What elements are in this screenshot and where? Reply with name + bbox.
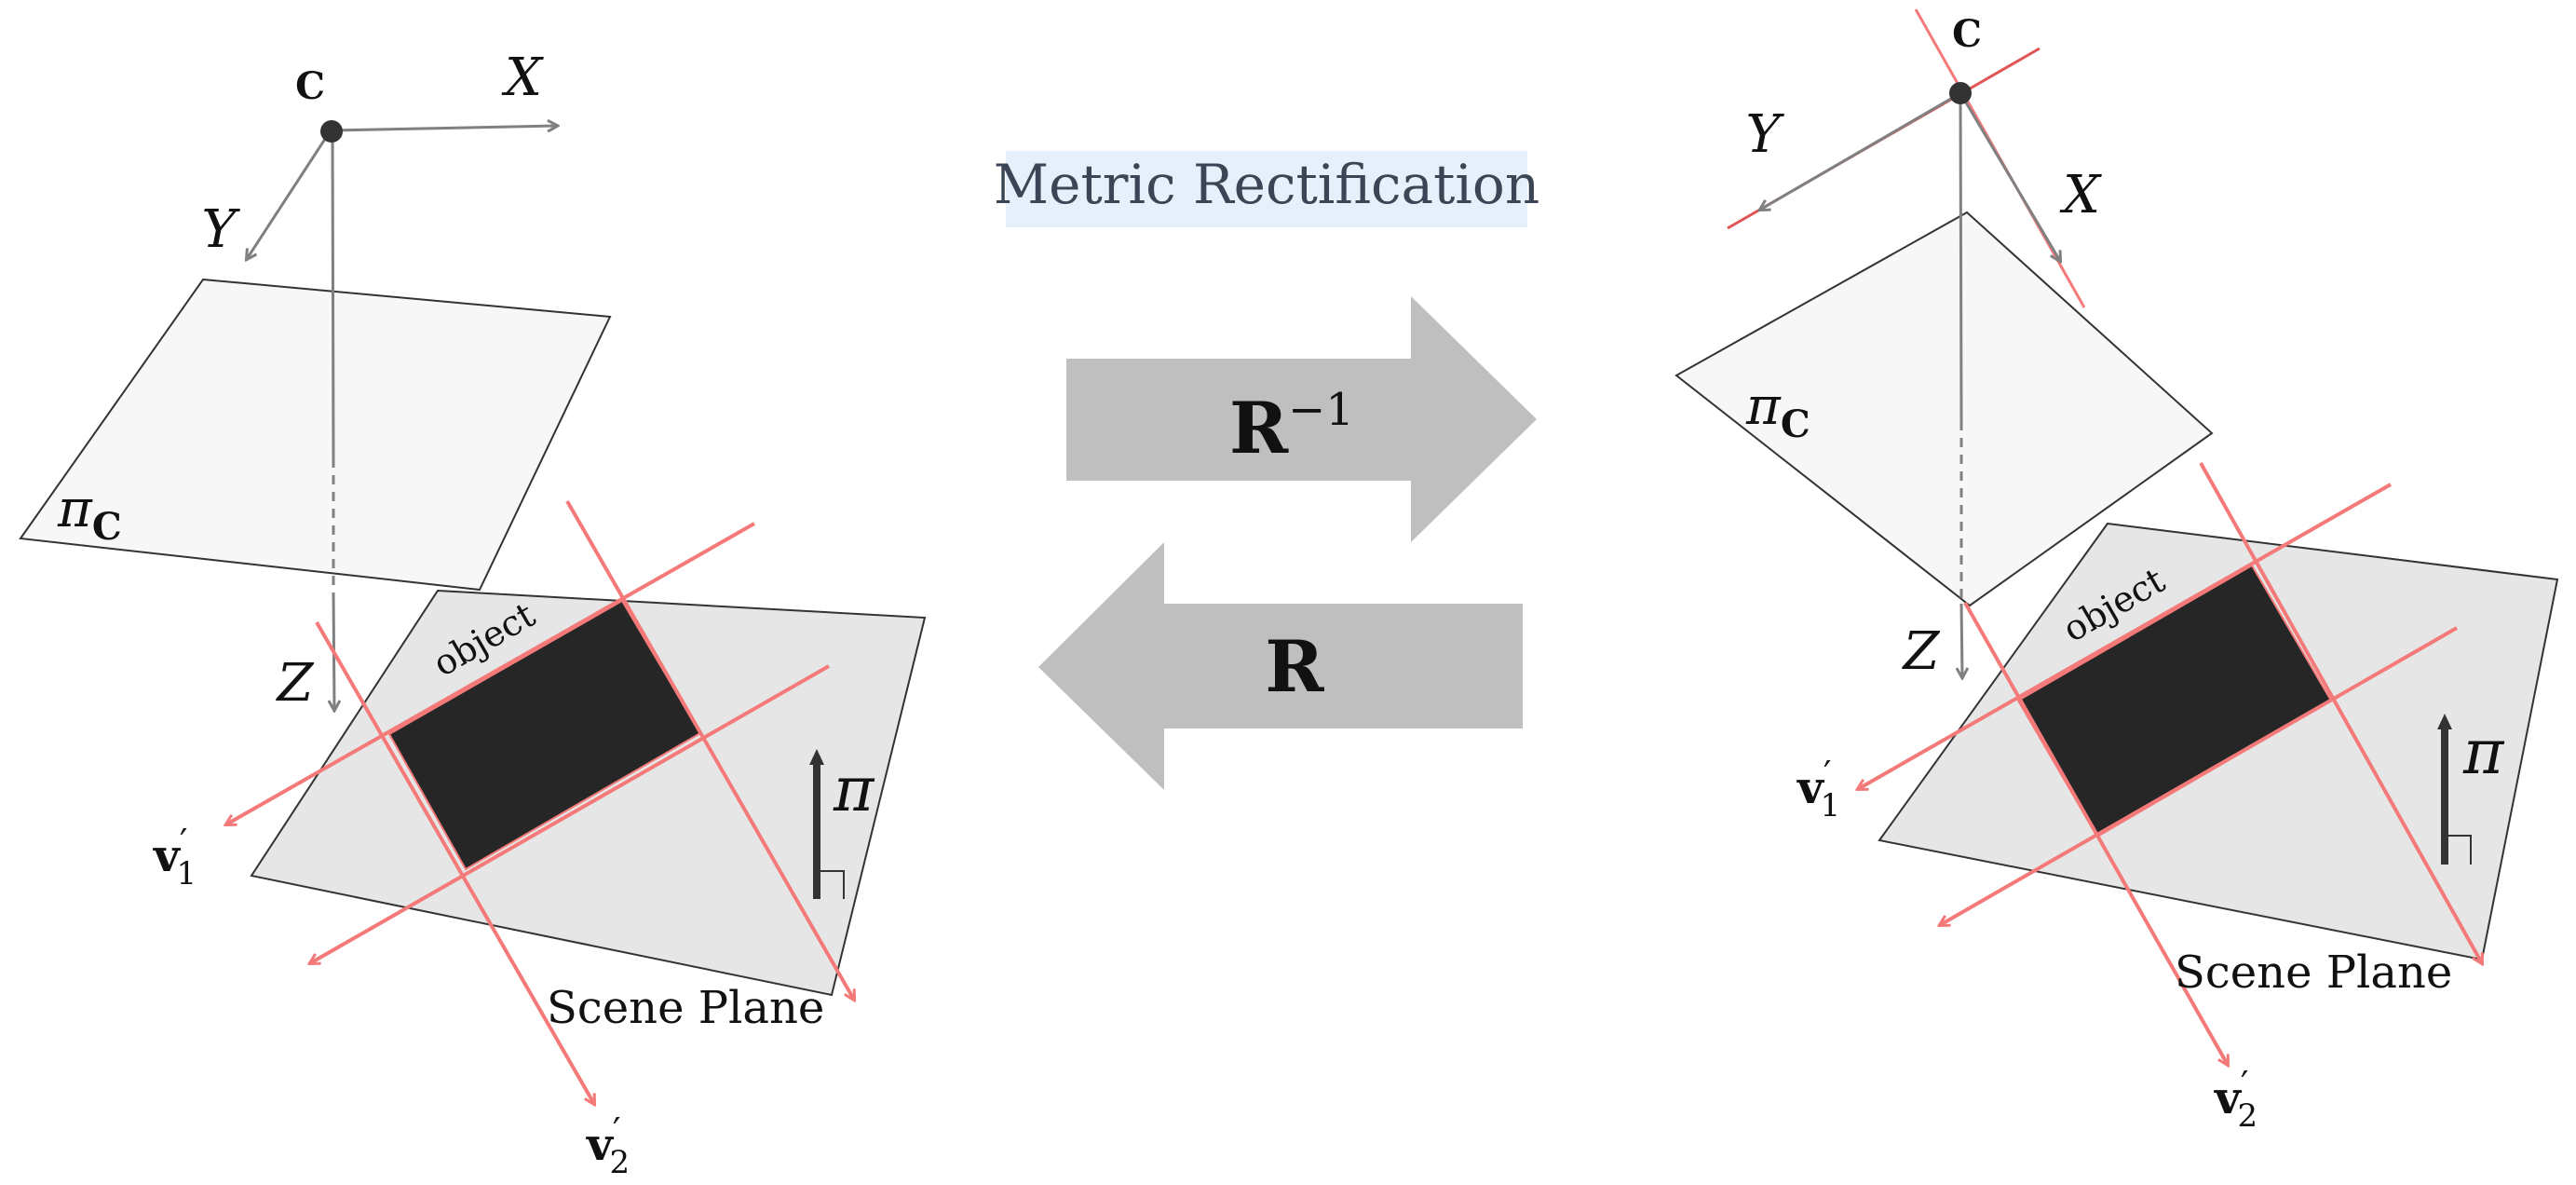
right-x-axis-label: X <box>2059 165 2102 225</box>
right-scene-plane-label: Scene Plane <box>2175 947 2452 999</box>
right-camera-label: C <box>1952 12 1982 56</box>
left-diagram: C X Y Z πC object Scene Plane π v′1 v′2 <box>19 48 927 1181</box>
right-right-angle-mark <box>2445 835 2472 865</box>
forward-arrow-shape <box>1066 296 1537 542</box>
left-y-axis <box>247 129 332 259</box>
left-right-angle-mark <box>817 870 845 899</box>
backward-arrow: R <box>1038 542 1523 790</box>
left-camera-center <box>320 120 343 143</box>
left-vanishing-line-v2 <box>315 621 594 1104</box>
left-z-axis-label: Z <box>276 653 315 714</box>
left-vanishing-line-v1b <box>310 664 830 963</box>
left-camera-label: C <box>295 64 325 108</box>
left-x-axis-label: X <box>501 48 544 108</box>
title-box: Metric Rectification <box>994 151 1539 227</box>
right-y-axis-label: Y <box>1746 104 1785 165</box>
right-x-axis <box>1959 92 2060 261</box>
backward-arrow-shape <box>1038 542 1523 790</box>
right-vanishing-line-v1 <box>1858 483 2392 789</box>
left-z-axis-upper <box>331 129 335 459</box>
right-z-axis-lower <box>1961 603 1962 677</box>
right-vanishing-line-v1b <box>1940 626 2458 925</box>
left-scene-plane-label: Scene Plane <box>547 982 824 1034</box>
right-diagram: C X Y Z πC object Scene Plane π v′1 v′2 <box>1674 8 2559 1135</box>
right-image-plane <box>1674 211 2214 607</box>
right-image-plane-label: πC <box>1745 376 1810 446</box>
right-z-axis-label: Z <box>1902 621 1941 682</box>
title-background <box>1006 151 1527 227</box>
title-text: Metric Rectification <box>994 153 1539 216</box>
left-v2-label: v′2 <box>586 1110 630 1181</box>
right-y-axis <box>1760 91 1961 210</box>
right-vanishing-line-v2 <box>1963 602 2228 1065</box>
right-vanishing-line-v2b <box>2199 462 2482 963</box>
right-v1-label: v′1 <box>1796 754 1840 824</box>
right-v2-label: v′2 <box>2214 1064 2257 1135</box>
left-vanishing-line-v1 <box>226 522 755 824</box>
left-x-axis <box>330 126 557 130</box>
left-vanishing-line-v2b <box>565 500 854 1000</box>
forward-arrow: R−1 <box>1066 296 1537 542</box>
backward-arrow-label: R <box>1265 625 1324 708</box>
right-camera-center <box>1949 82 1972 104</box>
left-image-plane <box>19 278 612 592</box>
left-y-axis-label: Y <box>202 199 241 260</box>
left-v1-label: v′1 <box>153 822 197 892</box>
right-normal-label: π <box>2462 716 2505 788</box>
forward-arrow-label: R−1 <box>1229 384 1354 470</box>
left-image-plane-label: πC <box>57 479 122 549</box>
right-z-axis-upper <box>1959 92 1963 422</box>
left-normal-label: π <box>833 754 875 825</box>
